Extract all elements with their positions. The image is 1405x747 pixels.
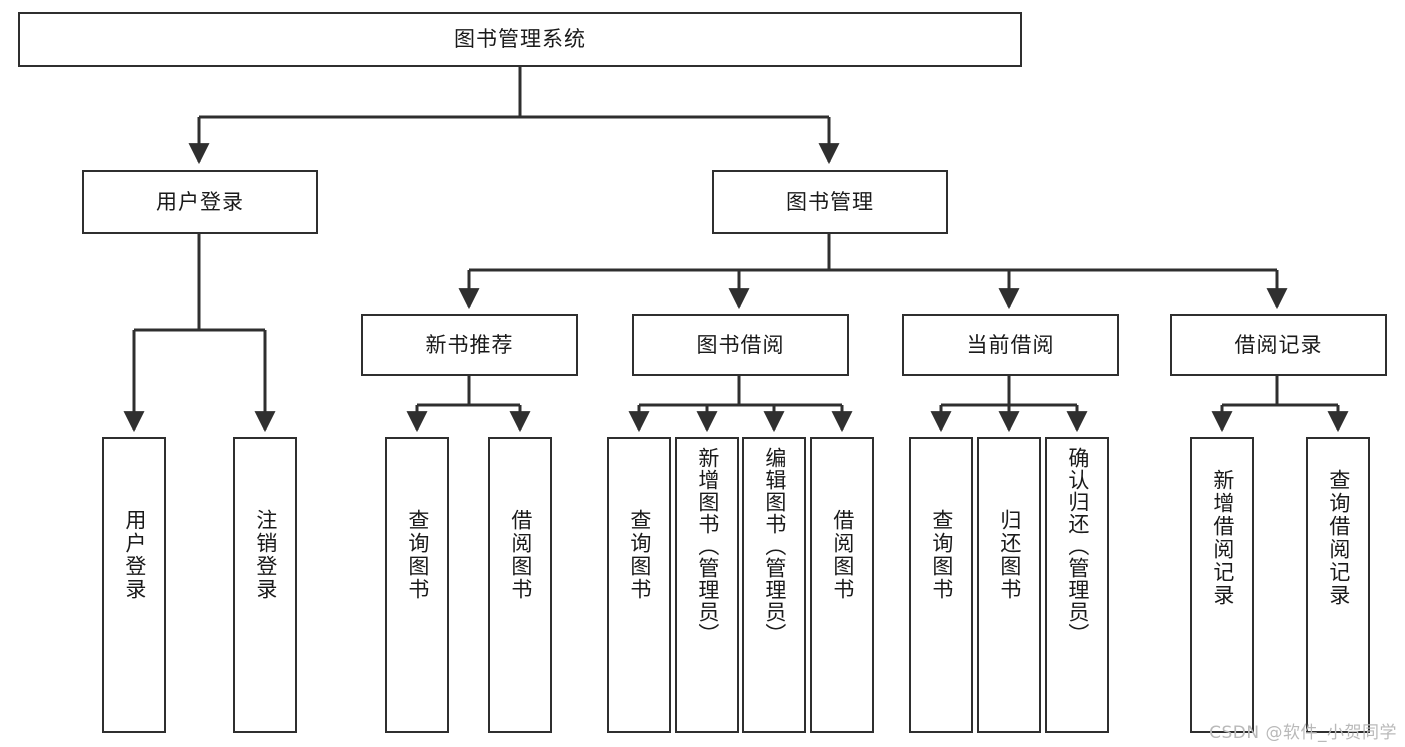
leaf-confirm-return[interactable]: 确认归还（管理员）: [1045, 437, 1109, 733]
node-book-manage-label: 图书管理: [786, 189, 874, 214]
leaf-query-book-1[interactable]: 查询图书: [385, 437, 449, 733]
leaf-user-logout[interactable]: 注销登录: [233, 437, 297, 733]
leaf-query-record[interactable]: 查询借阅记录: [1306, 437, 1370, 733]
leaf-edit-book[interactable]: 编辑图书（管理员）: [742, 437, 806, 733]
node-borrow-record-label: 借阅记录: [1234, 332, 1323, 357]
leaf-query-book-1-label: 查询图书: [405, 509, 430, 601]
node-root-label: 图书管理系统: [454, 27, 586, 52]
leaf-add-record-label: 新增借阅记录: [1210, 469, 1235, 607]
node-current-borrow[interactable]: 当前借阅: [902, 314, 1119, 376]
node-user-login[interactable]: 用户登录: [82, 170, 318, 234]
node-root[interactable]: 图书管理系统: [18, 12, 1022, 67]
watermark: CSDN @软件_小贺同学: [1209, 723, 1397, 743]
leaf-query-book-3[interactable]: 查询图书: [909, 437, 973, 733]
leaf-add-book-label: 新增图书（管理员）: [695, 447, 720, 645]
node-current-borrow-label: 当前借阅: [966, 332, 1055, 357]
leaf-query-record-label: 查询借阅记录: [1326, 469, 1351, 607]
node-new-book-recommend-label: 新书推荐: [425, 332, 514, 357]
leaf-query-book-3-label: 查询图书: [929, 509, 954, 601]
node-new-book-recommend[interactable]: 新书推荐: [361, 314, 578, 376]
leaf-borrow-book-2-label: 借阅图书: [830, 509, 855, 601]
node-borrow-record[interactable]: 借阅记录: [1170, 314, 1387, 376]
leaf-user-login[interactable]: 用户登录: [102, 437, 166, 733]
leaf-borrow-book-1-label: 借阅图书: [508, 509, 533, 601]
node-book-borrow[interactable]: 图书借阅: [632, 314, 849, 376]
leaf-query-book-2[interactable]: 查询图书: [607, 437, 671, 733]
leaf-user-logout-label: 注销登录: [253, 509, 278, 601]
leaf-query-book-2-label: 查询图书: [627, 509, 652, 601]
leaf-user-login-label: 用户登录: [122, 509, 147, 601]
node-book-manage[interactable]: 图书管理: [712, 170, 948, 234]
leaf-confirm-return-label: 确认归还（管理员）: [1065, 447, 1090, 645]
leaf-add-record[interactable]: 新增借阅记录: [1190, 437, 1254, 733]
leaf-borrow-book-1[interactable]: 借阅图书: [488, 437, 552, 733]
leaf-return-book[interactable]: 归还图书: [977, 437, 1041, 733]
leaf-edit-book-label: 编辑图书（管理员）: [762, 447, 787, 645]
leaf-return-book-label: 归还图书: [997, 509, 1022, 601]
leaf-borrow-book-2[interactable]: 借阅图书: [810, 437, 874, 733]
node-user-login-label: 用户登录: [156, 189, 244, 214]
leaf-add-book[interactable]: 新增图书（管理员）: [675, 437, 739, 733]
node-book-borrow-label: 图书借阅: [696, 332, 785, 357]
